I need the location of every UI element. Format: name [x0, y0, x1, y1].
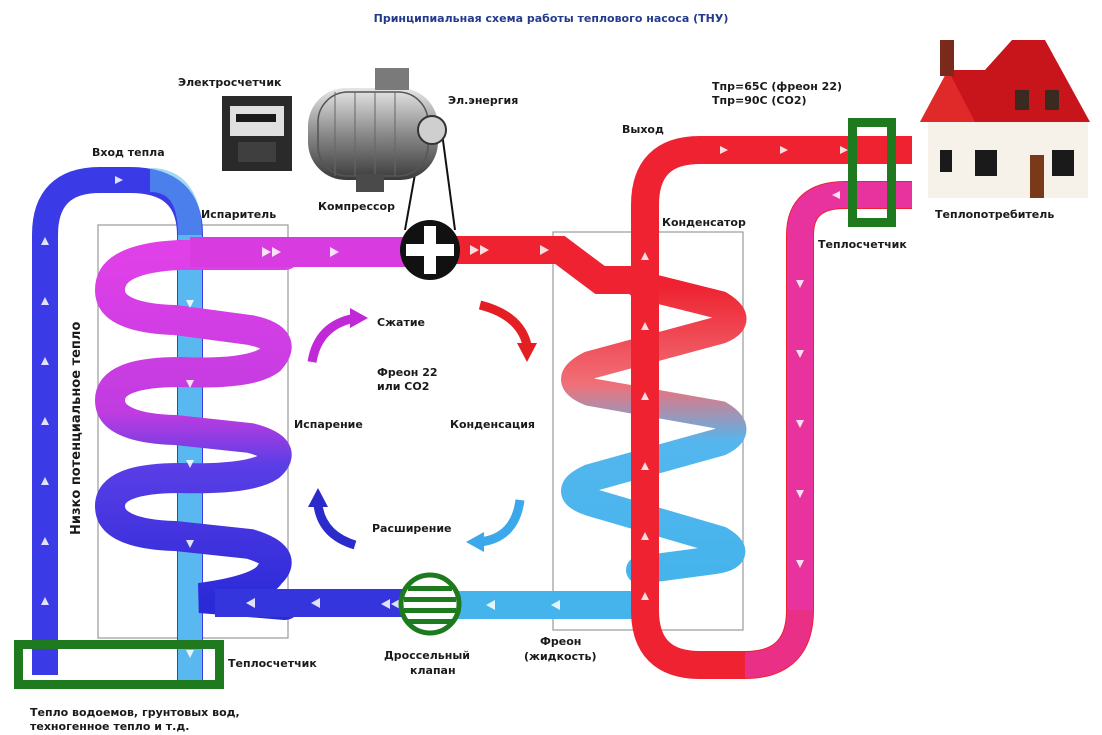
heat-meter-right-label: Теплосчетчик	[818, 238, 907, 251]
heat-input-label: Вход тепла	[92, 146, 165, 159]
electric-motor-icon	[308, 68, 447, 192]
house-icon	[920, 40, 1090, 198]
output-label: Выход	[622, 123, 664, 136]
flow-arrows	[41, 146, 848, 658]
evaporator-label: Испаритель	[201, 208, 276, 221]
evaporator-coils	[94, 240, 300, 620]
heating-return-pipe	[787, 182, 912, 610]
heat-meter-left-label: Теплосчетчик	[228, 657, 317, 670]
condensation-label: Конденсация	[450, 418, 535, 431]
expansion-label: Расширение	[372, 522, 452, 535]
heat-source-label-2: техногенное тепло и т.д.	[30, 720, 189, 733]
heat-source-label-1: Тепло водоемов, грунтовых вод,	[30, 706, 240, 719]
temp-line-2: Тпр=90С (СО2)	[712, 94, 807, 107]
heat-consumer-label: Теплопотребитель	[935, 208, 1054, 221]
hot-gas-pipe	[430, 236, 650, 294]
freon-liquid-label-1: Фреон	[540, 635, 581, 648]
compressor-label: Компрессор	[318, 200, 395, 213]
expansion-arrow-head	[466, 532, 484, 552]
compression-arrow-right	[478, 300, 532, 347]
source-return-bend	[149, 168, 202, 236]
heating-return-bend	[744, 609, 813, 678]
compression-label: Сжатие	[377, 316, 425, 329]
compression-arrow-left	[307, 313, 357, 363]
electric-meter-label: Электросчетчик	[178, 76, 282, 89]
expansion-arrow-right	[479, 499, 525, 547]
throttle-valve-icon	[398, 572, 462, 636]
condenser-coils	[561, 271, 747, 584]
temp-line-1: Тпр=65С (фреон 22)	[712, 80, 842, 93]
diagram-title: Принципиальная схема работы теплового на…	[374, 12, 729, 25]
electric-energy-label: Эл.энергия	[448, 94, 518, 107]
low-potential-heat-label: Низко потенциальное тепло	[69, 322, 84, 535]
freon-liquid-label-2: (жидкость)	[524, 650, 596, 663]
freon-type-line-2: или СО2	[377, 380, 429, 393]
evaporation-label: Испарение	[294, 418, 363, 431]
evaporation-arrow-head	[308, 488, 328, 507]
heat-meter-left-icon	[14, 640, 224, 689]
throttle-valve-label-2: клапан	[410, 664, 456, 677]
electric-meter-icon	[222, 96, 292, 171]
condenser-label: Конденсатор	[662, 216, 746, 229]
heat-meter-right-icon	[848, 118, 896, 227]
evaporation-arrow-left	[313, 504, 357, 550]
compression-arrow-head	[350, 308, 368, 328]
throttle-valve-label-1: Дроссельный	[384, 649, 470, 662]
freon-type-line-1: Фреон 22	[377, 366, 438, 379]
condensation-arrow-head	[517, 343, 537, 362]
